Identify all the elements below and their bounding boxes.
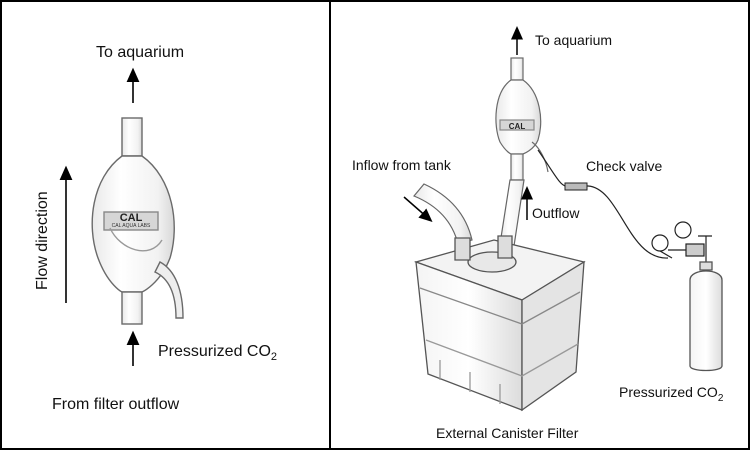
left-co2-label: Pressurized CO2 — [158, 343, 277, 363]
inflow-tube — [413, 183, 473, 245]
inflow-label: Inflow from tank — [352, 157, 452, 173]
check-valve-icon — [564, 182, 588, 191]
right-panel-frame — [329, 0, 750, 450]
right-reactor — [495, 57, 549, 181]
outflow-label: Outflow — [532, 205, 580, 221]
check-valve-label: Check valve — [586, 158, 662, 174]
right-reactor-mark-icon: CAL — [509, 122, 526, 131]
right-panel: To aquarium CAL Check valve Inflow from … — [352, 26, 724, 441]
right-to-aquarium-label: To aquarium — [535, 32, 612, 48]
inflow-arrow — [403, 196, 433, 222]
co2-regulator — [651, 221, 712, 262]
left-reactor — [91, 117, 184, 325]
left-reactor-logo: CAL AQUA LABS — [112, 223, 151, 229]
co2-tubing — [537, 149, 669, 259]
left-panel: To aquarium CAL AQUA LABS CAL Flow direc… — [34, 44, 277, 413]
canister-filter — [413, 235, 586, 412]
flow-direction-label: Flow direction — [34, 191, 51, 290]
right-co2-label: Pressurized CO2 — [619, 384, 724, 404]
left-reactor-mark-icon: CAL — [120, 212, 143, 224]
from-filter-outflow-label: From filter outflow — [52, 396, 180, 413]
canister-filter-label: External Canister Filter — [436, 425, 579, 441]
co2-cylinder — [689, 261, 723, 372]
left-to-aquarium-label: To aquarium — [96, 44, 184, 61]
